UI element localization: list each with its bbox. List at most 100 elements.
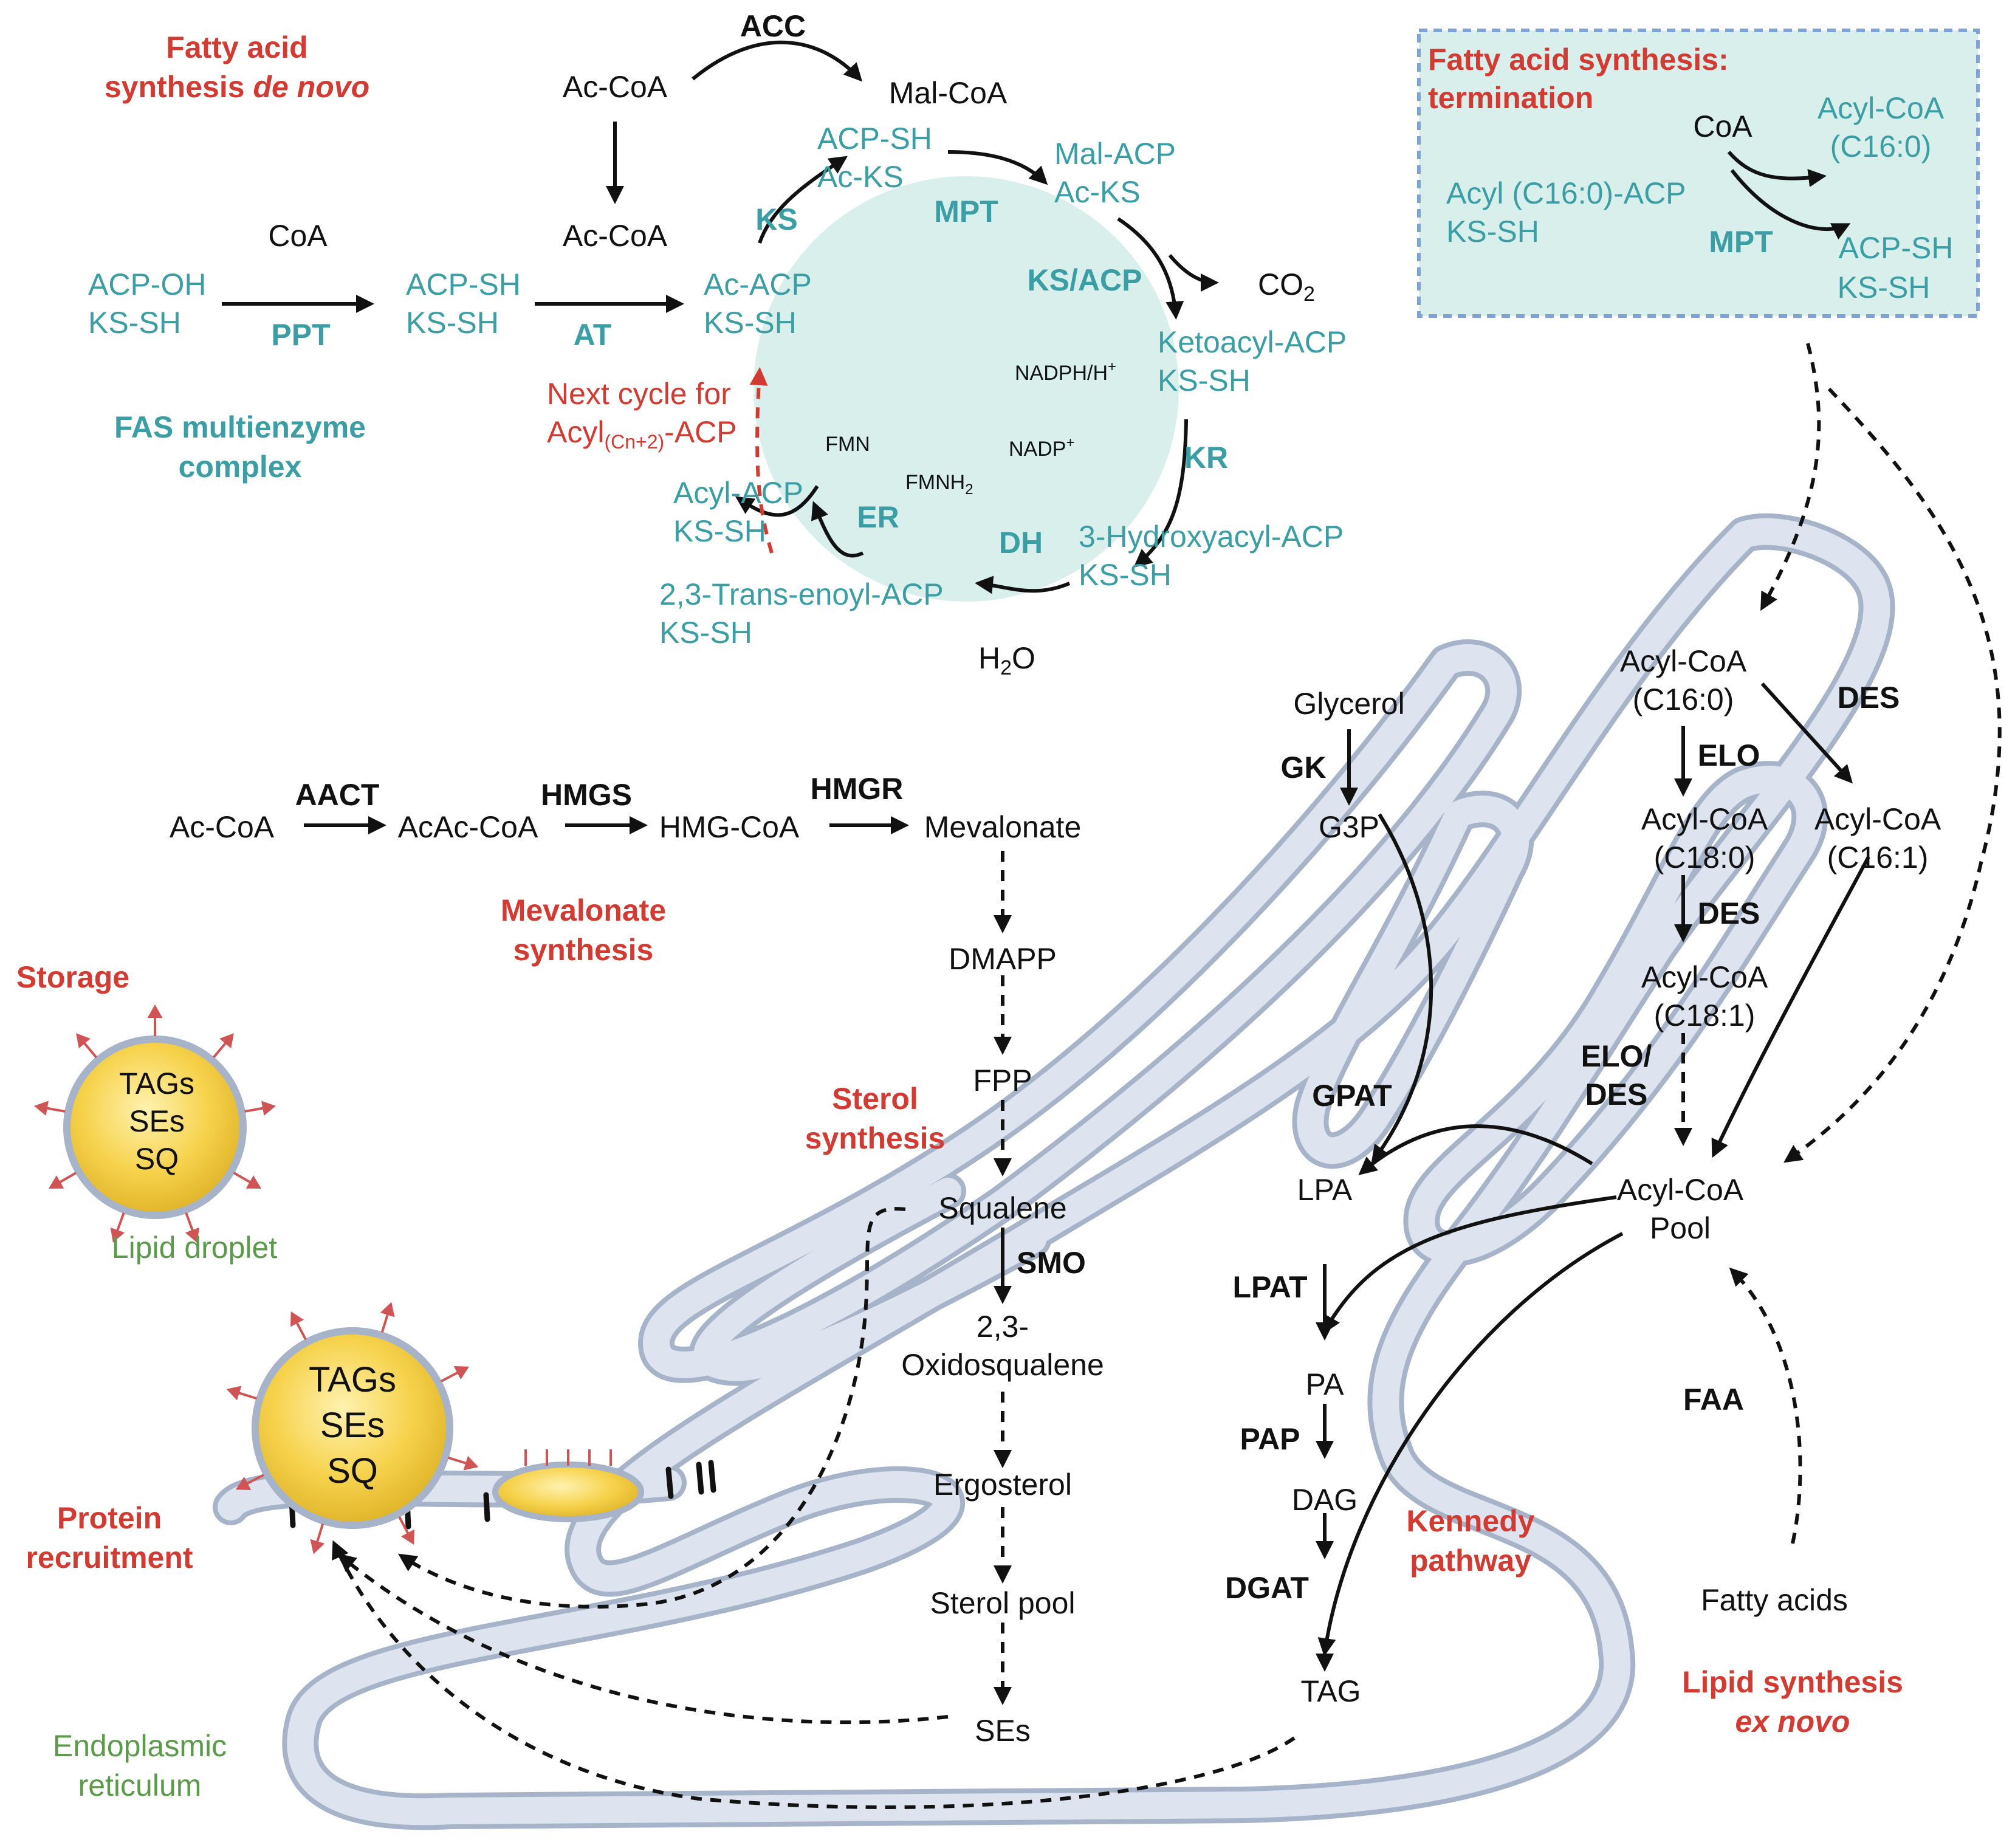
mev-ac-coa: Ac-CoA — [170, 810, 275, 844]
oxido-2: Oxidosqualene — [901, 1348, 1104, 1382]
acp-sh-2: ACP-SH — [817, 122, 932, 156]
h2o: H2O — [978, 641, 1035, 679]
heading-protein-2: recruitment — [26, 1541, 193, 1575]
protein-spike-head — [310, 1539, 325, 1554]
next-cycle-1: Next cycle for — [547, 377, 731, 411]
term-ks-sh-1: KS-SH — [1446, 215, 1539, 249]
protein-spike-head — [400, 1529, 414, 1545]
big-drop-sq: SQ — [327, 1451, 378, 1491]
heading-fa-denovo-1: Fatty acid — [166, 30, 307, 64]
protein-spike-head — [245, 1175, 262, 1189]
mevalonate: Mevalonate — [924, 810, 1082, 844]
protein-spike — [380, 1313, 390, 1333]
glycerol: Glycerol — [1293, 687, 1404, 721]
label-ks: KS — [755, 202, 797, 236]
term-mpt: MPT — [1709, 225, 1773, 259]
next-cycle-arrow — [749, 367, 774, 554]
heading-kennedy-2: pathway — [1410, 1544, 1531, 1578]
label-hmgs: HMGS — [541, 778, 632, 812]
ks-sh-6: KS-SH — [659, 616, 752, 650]
coa-ppt: CoA — [268, 219, 328, 253]
big-drop-tags: TAGs — [309, 1360, 396, 1400]
label-elo-des-1: ELO/ — [1581, 1039, 1652, 1073]
arrows-solid — [222, 40, 1870, 1672]
acp-oh: ACP-OH — [88, 267, 206, 301]
c160-b: (C16:0) — [1633, 682, 1734, 716]
small-drop-ses: SEs — [129, 1104, 185, 1138]
heading-kennedy-1: Kennedy — [1406, 1504, 1534, 1538]
termination-box — [1417, 29, 1980, 318]
fpp: FPP — [973, 1063, 1032, 1097]
label-at: AT — [574, 318, 612, 352]
hydroxyacyl-acp: 3-Hydroxyacyl-ACP — [1079, 520, 1344, 554]
protein-spike-head — [185, 1227, 200, 1243]
term-coa: CoA — [1693, 109, 1752, 143]
fmnh2: FMNH2 — [905, 471, 973, 498]
label-des-2: DES — [1698, 896, 1760, 930]
protein-spike — [185, 1212, 194, 1232]
ks-sh-4: KS-SH — [1158, 363, 1251, 397]
pa: PA — [1306, 1367, 1345, 1401]
protein-spike-head — [33, 1101, 49, 1116]
protein-spike-head — [147, 1004, 163, 1018]
label-smo: SMO — [1017, 1246, 1086, 1280]
ses: SEs — [975, 1714, 1031, 1748]
mal-acp: Mal-ACP — [1054, 137, 1176, 171]
ks-sh-1: KS-SH — [88, 306, 181, 340]
acp-sh-1: ACP-SH — [406, 267, 521, 301]
heading-exnovo-2: ex novo — [1735, 1705, 1850, 1739]
fatty-acids: Fatty acids — [1701, 1583, 1848, 1617]
protein-spike-head — [48, 1175, 64, 1189]
label-des-1: DES — [1838, 681, 1900, 715]
ks-sh-5: KS-SH — [1079, 558, 1172, 592]
ac-ks-1: Ac-KS — [817, 160, 904, 194]
ks-sh-7: KS-SH — [673, 514, 766, 548]
protein-spike-head — [226, 1386, 242, 1401]
label-hmgr: HMGR — [811, 772, 904, 806]
heading-mevalonate-1: Mevalonate — [501, 893, 666, 927]
label-faa: FAA — [1683, 1383, 1744, 1417]
label-dh: DH — [999, 526, 1043, 560]
term-c16: (C16:0) — [1830, 129, 1932, 163]
protein-spike — [83, 1042, 98, 1059]
g3p: G3P — [1319, 810, 1379, 844]
protein-spike-head — [235, 1476, 252, 1490]
heading-fas-complex-1: FAS multienzyme — [114, 410, 366, 444]
pool-b: Pool — [1650, 1211, 1711, 1245]
heading-exnovo-1: Lipid synthesis — [1682, 1665, 1903, 1699]
label-gk: GK — [1281, 751, 1327, 785]
label-ppt: PPT — [271, 318, 330, 352]
heading-termination-2: termination — [1428, 81, 1593, 115]
label-er-2: reticulum — [78, 1768, 202, 1802]
label-acc: ACC — [740, 9, 806, 43]
term-acyl-acp: Acyl (C16:0)-ACP — [1446, 176, 1686, 210]
c160-a: Acyl-CoA — [1620, 644, 1747, 678]
ac-acp: Ac-ACP — [704, 267, 812, 301]
c181-b: (C18:1) — [1654, 998, 1756, 1032]
term-acp-sh: ACP-SH — [1839, 231, 1954, 265]
tag: TAG — [1300, 1674, 1361, 1708]
ergosterol: Ergosterol — [933, 1468, 1072, 1502]
sterol-pool: Sterol pool — [930, 1586, 1075, 1620]
lipid-droplet-small — [63, 1036, 247, 1219]
oxido-1: 2,3- — [977, 1310, 1029, 1344]
protein-spike — [441, 1371, 459, 1383]
protein-spike — [212, 1042, 227, 1059]
lipid-droplet-big — [252, 1327, 453, 1529]
protein-spike-head — [110, 1227, 125, 1243]
protein-spike-head — [219, 1033, 234, 1049]
c161-b: (C16:1) — [1827, 840, 1929, 874]
big-drop-ses: SEs — [320, 1406, 385, 1445]
protein-spike-head — [380, 1302, 395, 1317]
hmg-coa: HMG-CoA — [659, 810, 800, 844]
mal-coa: Mal-CoA — [889, 76, 1008, 110]
acyl-acp: Acyl-ACP — [673, 476, 803, 510]
nadph: NADPH/H+ — [1015, 359, 1116, 385]
heading-fas-complex-2: complex — [179, 450, 302, 484]
protein-spike-head — [290, 1311, 304, 1327]
protein-spike-head — [76, 1033, 91, 1049]
budding-droplet — [492, 1462, 644, 1522]
ac-coa-top: Ac-CoA — [563, 70, 668, 104]
heading-mevalonate-2: synthesis — [513, 933, 654, 967]
